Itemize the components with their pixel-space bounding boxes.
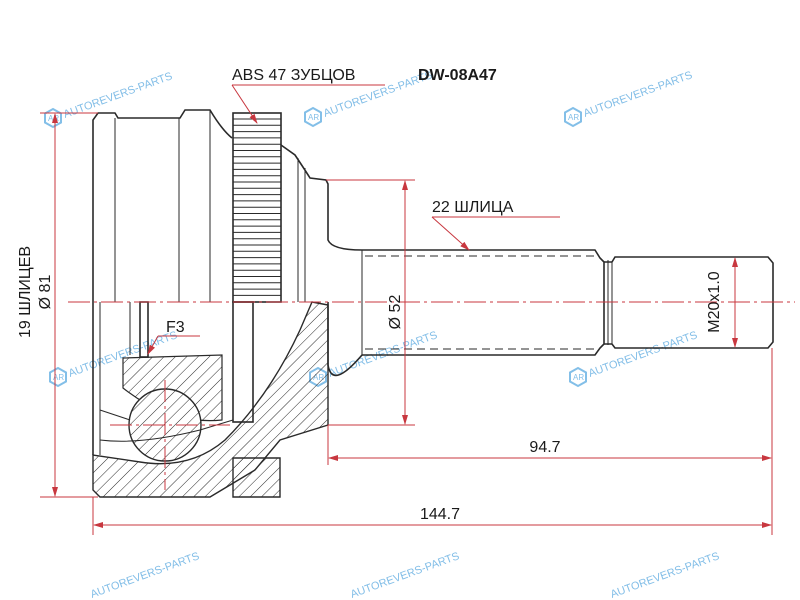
dimension-outer-diameter: 19 ШЛИЦЕВ Ø 81: [17, 112, 98, 498]
watermark-text: AUTOREVERS-PARTS: [582, 69, 694, 120]
outer-diameter-label: Ø 81: [37, 275, 54, 310]
watermarks: AUTOREVERS-PARTS AUTOREVERS-PARTS AUTORE…: [44, 69, 721, 600]
housing-section: [92, 301, 363, 498]
shaft-diameter-label: Ø 52: [387, 295, 404, 330]
inner-splines-label: 19 ШЛИЦЕВ: [17, 246, 34, 338]
dimension-shaft-length: 94.7: [327, 348, 773, 535]
abs-leader: ABS 47 ЗУБЦОВ: [231, 67, 385, 124]
abs-ring: [232, 112, 282, 303]
dimension-thread: M20x1.0: [706, 257, 738, 348]
shaft-splines-label: 22 ШЛИЦА: [432, 199, 514, 216]
shaft-splines-leader: 22 ШЛИЦА: [431, 199, 560, 251]
total-length-label: 144.7: [420, 506, 460, 523]
watermark-text: AUTOREVERS-PARTS: [349, 550, 461, 600]
shaft-length-label: 94.7: [529, 439, 560, 456]
f3-label: F3: [166, 319, 185, 336]
watermark-text: AUTOREVERS-PARTS: [89, 550, 201, 600]
thread-label: M20x1.0: [706, 271, 723, 332]
dimension-total-length: 144.7: [92, 497, 772, 535]
part-number: DW-08A47: [418, 67, 497, 84]
housing-upper: [92, 109, 363, 302]
f3-leader: F3: [147, 319, 200, 355]
abs-label: ABS 47 ЗУБЦОВ: [232, 67, 355, 84]
watermark-text: AUTOREVERS-PARTS: [609, 550, 721, 600]
dimension-shaft-diameter: Ø 52: [326, 179, 415, 426]
